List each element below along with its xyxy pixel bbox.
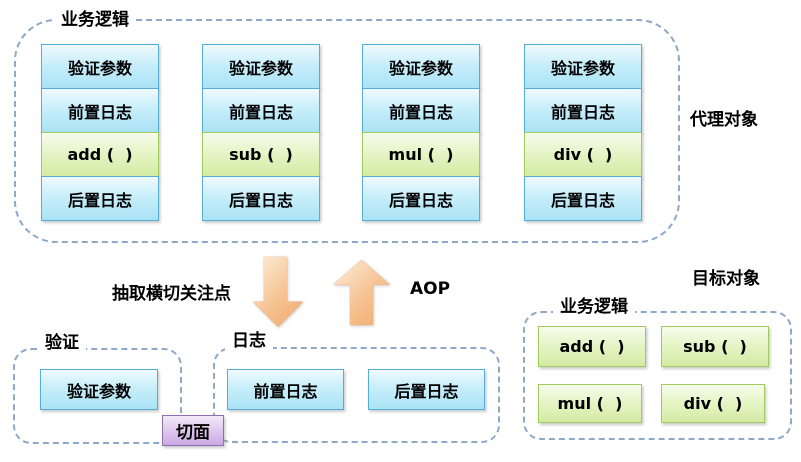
post-log-box: 后置日志	[368, 369, 485, 410]
proxy-object-container: 业务逻辑	[14, 9, 680, 243]
target-method-mul: mul ( )	[538, 384, 642, 423]
down-arrow-icon	[253, 257, 303, 327]
post-log-cell: 后置日志	[524, 176, 642, 221]
method-cell-mul: mul ( )	[362, 132, 480, 177]
validate-params-cell: 验证参数	[202, 44, 320, 89]
post-log-cell: 后置日志	[41, 176, 159, 221]
validate-params-box: 验证参数	[40, 369, 158, 410]
pre-log-cell: 前置日志	[41, 88, 159, 133]
validate-params-cell: 验证参数	[362, 44, 480, 89]
method-stack-mul: 验证参数 前置日志 mul ( ) 后置日志	[362, 44, 480, 221]
pre-log-box: 前置日志	[227, 369, 344, 410]
post-log-cell: 后置日志	[362, 176, 480, 221]
logging-label: 日志	[225, 330, 273, 352]
proxy-object-label: 代理对象	[690, 110, 758, 130]
method-stack-sub: 验证参数 前置日志 sub ( ) 后置日志	[202, 44, 320, 221]
validate-params-cell: 验证参数	[41, 44, 159, 89]
pre-log-cell: 前置日志	[362, 88, 480, 133]
aspect-badge: 切面	[162, 415, 224, 446]
target-method-sub: sub ( )	[661, 326, 769, 367]
method-stack-add: 验证参数 前置日志 add ( ) 后置日志	[41, 44, 159, 221]
method-stack-div: 验证参数 前置日志 div ( ) 后置日志	[524, 44, 642, 221]
target-container: 业务逻辑	[523, 296, 792, 440]
extract-down-arrow	[253, 257, 303, 327]
target-section-label: 业务逻辑	[553, 296, 635, 318]
method-cell-div: div ( )	[524, 132, 642, 177]
aop-label: AOP	[410, 279, 451, 299]
target-method-add: add ( )	[538, 326, 646, 367]
up-arrow-icon	[333, 260, 390, 325]
method-cell-add: add ( )	[41, 132, 159, 177]
validation-label: 验证	[38, 332, 86, 354]
extract-crosscut-label: 抽取横切关注点	[112, 284, 231, 304]
post-log-cell: 后置日志	[202, 176, 320, 221]
method-cell-sub: sub ( )	[202, 132, 320, 177]
pre-log-cell: 前置日志	[202, 88, 320, 133]
pre-log-cell: 前置日志	[524, 88, 642, 133]
aop-up-arrow	[333, 260, 390, 325]
validation-container: 验证	[13, 332, 182, 444]
proxy-section-label: 业务逻辑	[54, 9, 136, 31]
logging-container: 日志	[213, 330, 500, 443]
target-object-label: 目标对象	[692, 269, 760, 289]
target-method-div: div ( )	[661, 384, 765, 423]
validate-params-cell: 验证参数	[524, 44, 642, 89]
